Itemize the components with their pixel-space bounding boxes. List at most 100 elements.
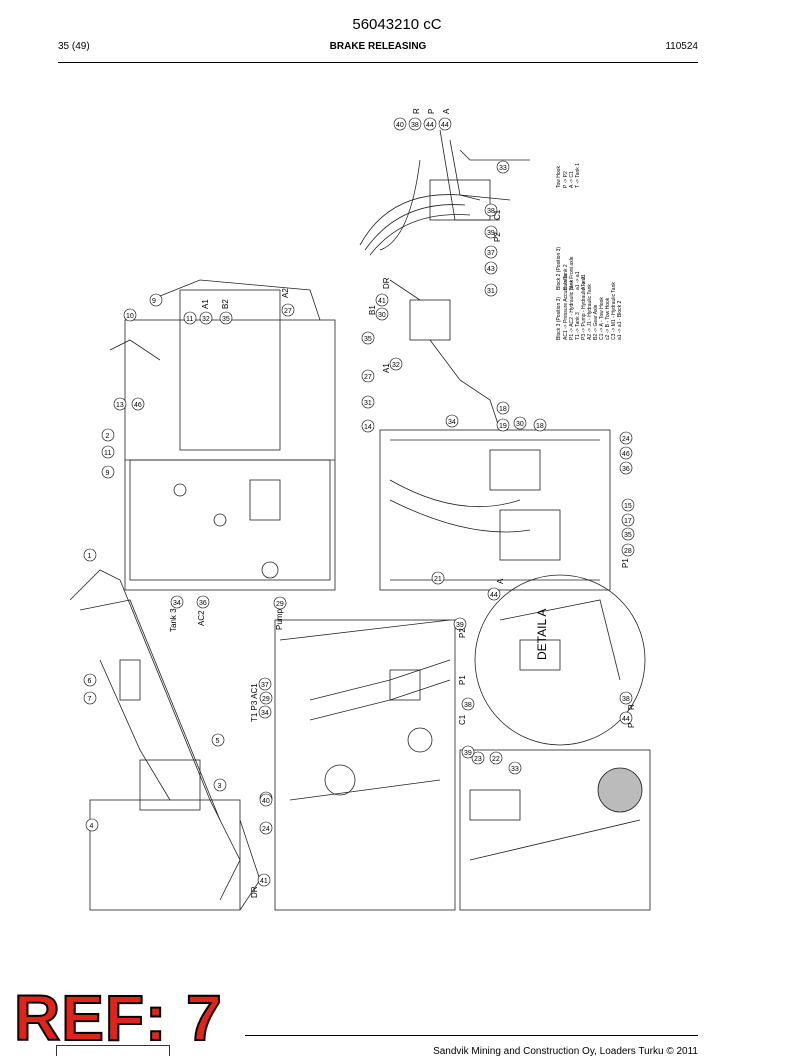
legend-tow-title: Tow Hook [556, 166, 562, 188]
svg-text:P2: P2 [493, 232, 502, 242]
svg-text:Tank 3: Tank 3 [169, 608, 178, 632]
svg-text:A1: A1 [201, 299, 210, 309]
company-logo [56, 1045, 170, 1056]
svg-text:P: P [627, 723, 636, 728]
svg-text:35: 35 [364, 336, 372, 343]
svg-text:41: 41 [260, 878, 268, 885]
svg-text:19: 19 [499, 423, 507, 430]
svg-text:39: 39 [487, 230, 495, 237]
svg-text:P2: P2 [458, 628, 467, 638]
svg-text:C1: C1 [493, 209, 502, 220]
svg-text:17: 17 [624, 518, 632, 525]
svg-text:31: 31 [487, 288, 495, 295]
svg-text:P1: P1 [621, 558, 630, 568]
svg-text:24: 24 [262, 826, 270, 833]
svg-text:A -> J1: A -> J1 [581, 274, 587, 290]
svg-text:P: P [427, 109, 436, 114]
svg-text:A: A [496, 578, 505, 584]
svg-text:DETAIL A: DETAIL A [535, 609, 549, 660]
svg-text:9: 9 [152, 298, 156, 305]
svg-text:B1: B1 [368, 305, 377, 315]
svg-text:46: 46 [134, 402, 142, 409]
svg-text:9: 9 [106, 470, 110, 477]
svg-text:R: R [412, 108, 421, 114]
svg-text:10: 10 [126, 313, 134, 320]
svg-text:32: 32 [392, 362, 400, 369]
svg-text:C3 -> M1 - Hydraulic Tank: C3 -> M1 - Hydraulic Tank [611, 282, 617, 340]
svg-text:35: 35 [624, 532, 632, 539]
svg-text:40: 40 [396, 122, 404, 129]
svg-text:P -> P2: P -> P2 [563, 171, 569, 188]
svg-text:38: 38 [622, 696, 630, 703]
svg-text:44: 44 [490, 592, 498, 599]
svg-text:A: A [442, 108, 451, 114]
svg-text:AC1 -> Pressure Accumulator: AC1 -> Pressure Accumulator [563, 274, 569, 340]
svg-text:29: 29 [262, 696, 270, 703]
hydraulic-drawing: 1 2 3 4 5 6 7 9 9 10 11 11 13 14 15 17 1… [69, 108, 651, 911]
svg-text:39: 39 [456, 622, 464, 629]
svg-text:34: 34 [448, 419, 456, 426]
svg-text:c2 -> B - Tow Hook: c2 -> B - Tow Hook [605, 297, 611, 340]
svg-text:T1 -> Tank 3: T1 -> Tank 3 [575, 312, 581, 340]
svg-text:P1 -> AC2 - Hydraulic Tank: P1 -> AC2 - Hydraulic Tank [569, 279, 575, 340]
svg-text:14: 14 [364, 424, 372, 431]
svg-text:37: 37 [261, 682, 269, 689]
page-title: BRAKE RELEASING [329, 41, 427, 52]
svg-text:22: 22 [492, 756, 500, 763]
svg-text:a1 -> a1 - Block 2: a1 -> a1 - Block 2 [617, 300, 623, 340]
svg-text:30: 30 [516, 421, 524, 428]
svg-text:35: 35 [222, 316, 230, 323]
svg-text:a1 -> a1: a1 -> a1 [575, 271, 581, 290]
svg-text:C1: C1 [458, 714, 467, 725]
svg-text:39: 39 [464, 750, 472, 757]
svg-text:34: 34 [261, 710, 269, 717]
footer-rule [245, 1035, 698, 1036]
svg-text:6: 6 [88, 678, 92, 685]
svg-text:DR: DR [382, 277, 391, 289]
svg-text:29: 29 [276, 601, 284, 608]
svg-text:13: 13 [116, 402, 124, 409]
svg-text:40: 40 [262, 798, 270, 805]
svg-text:41: 41 [378, 298, 386, 305]
svg-text:1: 1 [88, 553, 92, 560]
svg-text:28: 28 [624, 548, 632, 555]
date-code: 110524 [665, 41, 698, 52]
svg-text:33: 33 [511, 766, 519, 773]
svg-text:38: 38 [487, 208, 495, 215]
svg-text:21: 21 [434, 576, 442, 583]
svg-text:46: 46 [622, 451, 630, 458]
svg-text:27: 27 [284, 308, 292, 315]
svg-text:B2 -> Gear Axle: B2 -> Gear Axle [593, 304, 599, 340]
svg-text:15: 15 [624, 503, 632, 510]
svg-text:44: 44 [441, 122, 449, 129]
header-rule [58, 62, 698, 63]
svg-text:44: 44 [426, 122, 434, 129]
svg-text:3: 3 [218, 783, 222, 790]
svg-text:T -> Tank 1: T -> Tank 1 [575, 163, 581, 188]
svg-text:Pump: Pump [275, 609, 284, 630]
svg-text:44: 44 [622, 716, 630, 723]
svg-text:P1: P1 [458, 675, 467, 685]
svg-text:A2: A2 [281, 288, 290, 298]
svg-text:31: 31 [364, 400, 372, 407]
legend-block3-title: Block 3 (Position 3) [556, 297, 562, 340]
svg-text:27: 27 [364, 374, 372, 381]
svg-text:34: 34 [173, 600, 181, 607]
svg-text:30: 30 [378, 312, 386, 319]
svg-text:AC2: AC2 [197, 610, 206, 626]
footer-copyright: Sandvik Mining and Construction Oy, Load… [433, 1046, 698, 1057]
svg-text:11: 11 [186, 316, 193, 323]
svg-text:pl -> Front axle: pl -> Front axle [569, 256, 575, 290]
svg-text:36: 36 [199, 600, 207, 607]
svg-text:38: 38 [464, 702, 472, 709]
svg-text:36: 36 [622, 466, 630, 473]
ref-stamp: REF: 7 [13, 982, 223, 1054]
svg-text:23: 23 [474, 756, 482, 763]
svg-text:A -> C1: A -> C1 [569, 171, 575, 188]
svg-text:32: 32 [202, 316, 210, 323]
svg-text:43: 43 [487, 266, 495, 273]
document-number: 56043210 cC [352, 16, 442, 33]
svg-text:A2 -> J1 - Hydraulic Tank: A2 -> J1 - Hydraulic Tank [587, 284, 593, 340]
svg-text:38: 38 [411, 122, 419, 129]
svg-text:DR: DR [250, 886, 259, 898]
